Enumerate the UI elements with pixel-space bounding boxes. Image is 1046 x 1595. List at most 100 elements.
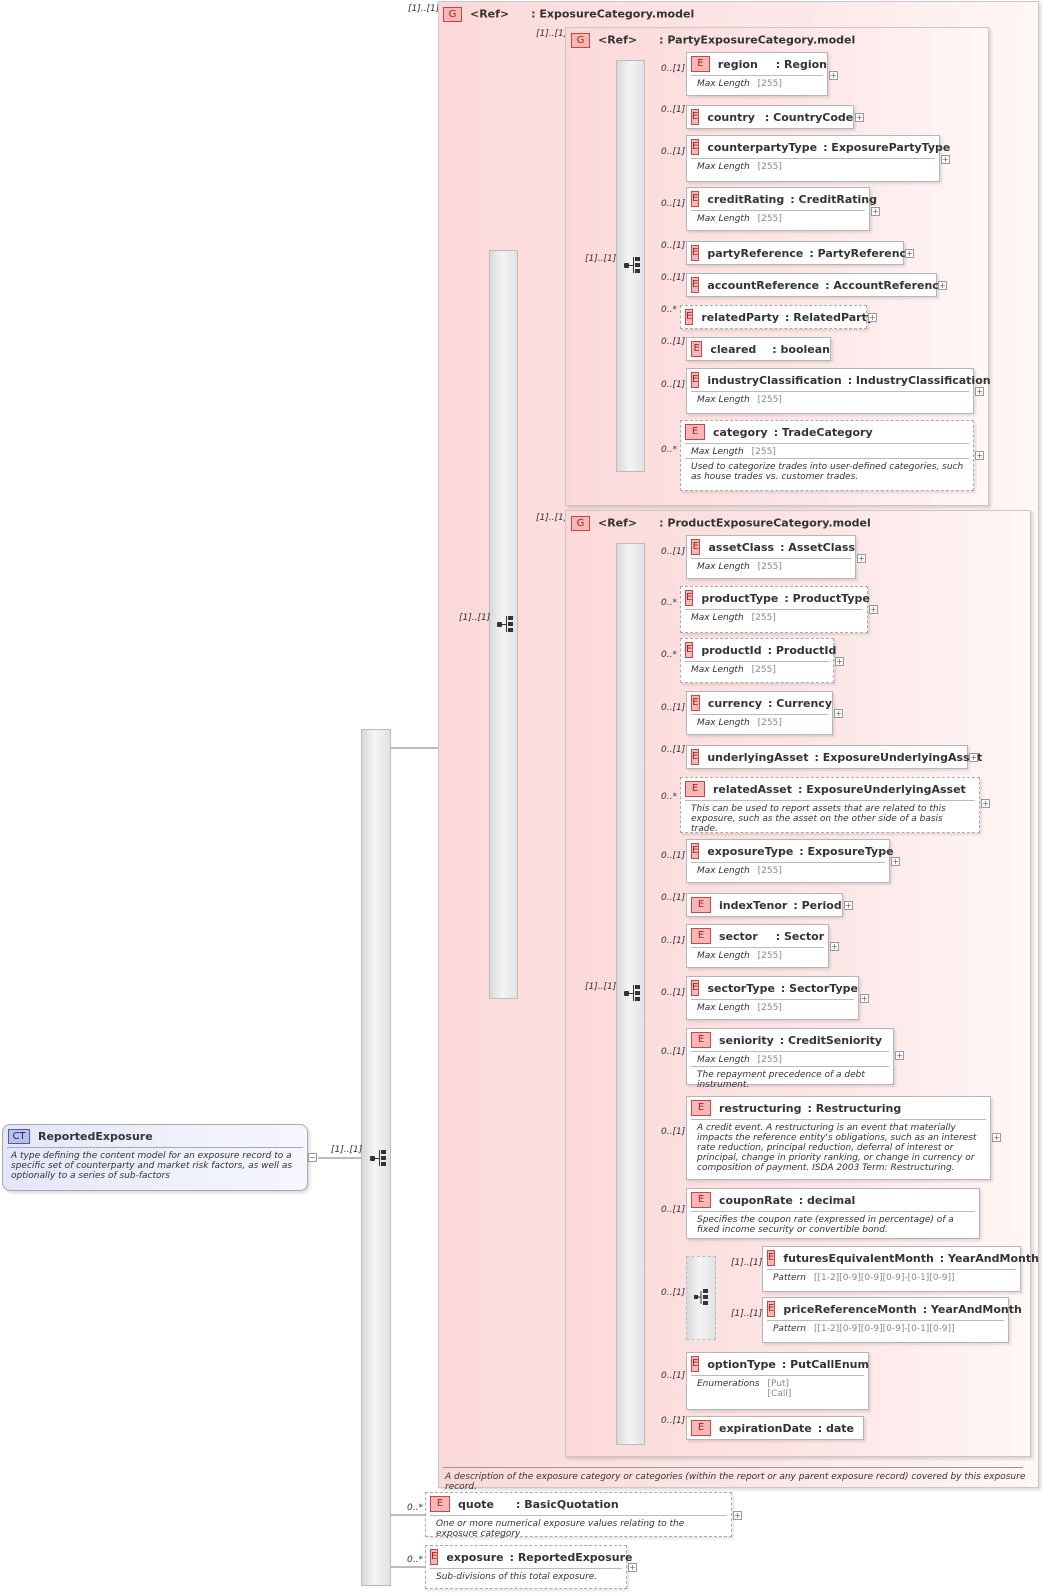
facet-value: [Call]: [767, 1389, 792, 1399]
element-name: indexTenor: [719, 898, 788, 912]
element-type: : PartyReference: [809, 246, 914, 260]
cardinality: 0..[1]: [661, 147, 686, 157]
element-name: sector: [719, 929, 758, 943]
facet-label: Max Length: [691, 447, 744, 457]
facet-values: [Put][Call]: [768, 1379, 792, 1399]
cardinality: 0..*: [661, 598, 677, 608]
element-badge: E: [691, 56, 710, 72]
choice-compositor[interactable]: [686, 1256, 716, 1340]
expand-icon[interactable]: +: [992, 1133, 1001, 1142]
party-sequence-bar: [616, 60, 645, 472]
expand-icon[interactable]: +: [844, 901, 853, 910]
expand-icon[interactable]: +: [975, 451, 984, 460]
element-badge: E: [691, 341, 703, 357]
facet-value: [Put]: [767, 1379, 790, 1389]
cardinality: 0..[1]: [661, 1205, 686, 1215]
facet-label: Max Length: [697, 1003, 750, 1013]
expand-icon[interactable]: +: [891, 857, 900, 866]
expand-icon[interactable]: +: [733, 1511, 742, 1520]
facet-label: Pattern: [773, 1324, 806, 1334]
expand-icon[interactable]: +: [835, 657, 844, 666]
expand-icon[interactable]: +: [628, 1563, 637, 1572]
element-type: : ExposurePartyType: [823, 140, 951, 154]
expand-icon[interactable]: +: [871, 207, 880, 216]
expand-icon[interactable]: +: [869, 605, 878, 614]
expand-icon[interactable]: +: [829, 71, 838, 80]
expand-icon[interactable]: +: [830, 942, 839, 951]
element-type: : ProductType: [784, 591, 870, 605]
element-name: exposure: [446, 1550, 504, 1564]
expand-icon[interactable]: +: [969, 753, 978, 762]
sequence-compositor-icon[interactable]: [622, 257, 642, 273]
expand-icon[interactable]: +: [868, 313, 877, 322]
element-type: : CountryCode: [764, 110, 854, 124]
expand-icon[interactable]: +: [905, 249, 914, 258]
element-badge: E: [691, 245, 700, 261]
expand-icon[interactable]: +: [941, 155, 950, 164]
sequence-compositor-icon[interactable]: [495, 616, 515, 632]
element-badge: E: [691, 928, 711, 944]
expand-icon[interactable]: +: [975, 387, 984, 396]
element-name: currency: [707, 696, 763, 710]
element-type: : Region: [775, 57, 827, 71]
element-type: : ProductId: [767, 643, 837, 657]
sequence-compositor-icon[interactable]: [368, 1150, 388, 1166]
group-name: : PartyExposureCategory.model: [659, 33, 856, 47]
element-badge: E: [767, 1301, 776, 1317]
element-facet: Max Length[255]: [691, 947, 824, 962]
expand-icon[interactable]: +: [855, 113, 864, 122]
element-badge: E: [691, 1100, 711, 1116]
cardinality: 0..[1]: [661, 241, 686, 251]
facet-value: [255]: [751, 613, 776, 623]
expand-icon[interactable]: +: [895, 1051, 904, 1060]
expand-icon[interactable]: +: [834, 709, 843, 718]
expand-icon[interactable]: +: [857, 554, 866, 563]
element-facet: Max Length[255]: [685, 609, 863, 624]
element-name: quote: [458, 1497, 494, 1511]
sequence-compositor-icon[interactable]: [622, 985, 642, 1001]
expand-icon[interactable]: +: [860, 994, 869, 1003]
expand-icon[interactable]: +: [981, 799, 990, 808]
element-name: assetClass: [708, 540, 775, 554]
facet-label: Max Length: [697, 951, 750, 961]
card-product-group: [1]..[1]: [536, 510, 567, 523]
element-type: : YearAndMonth: [922, 1302, 1022, 1316]
element-type: : decimal: [798, 1193, 856, 1207]
expand-icon[interactable]: +: [938, 281, 947, 290]
collapse-icon[interactable]: −: [308, 1153, 317, 1162]
